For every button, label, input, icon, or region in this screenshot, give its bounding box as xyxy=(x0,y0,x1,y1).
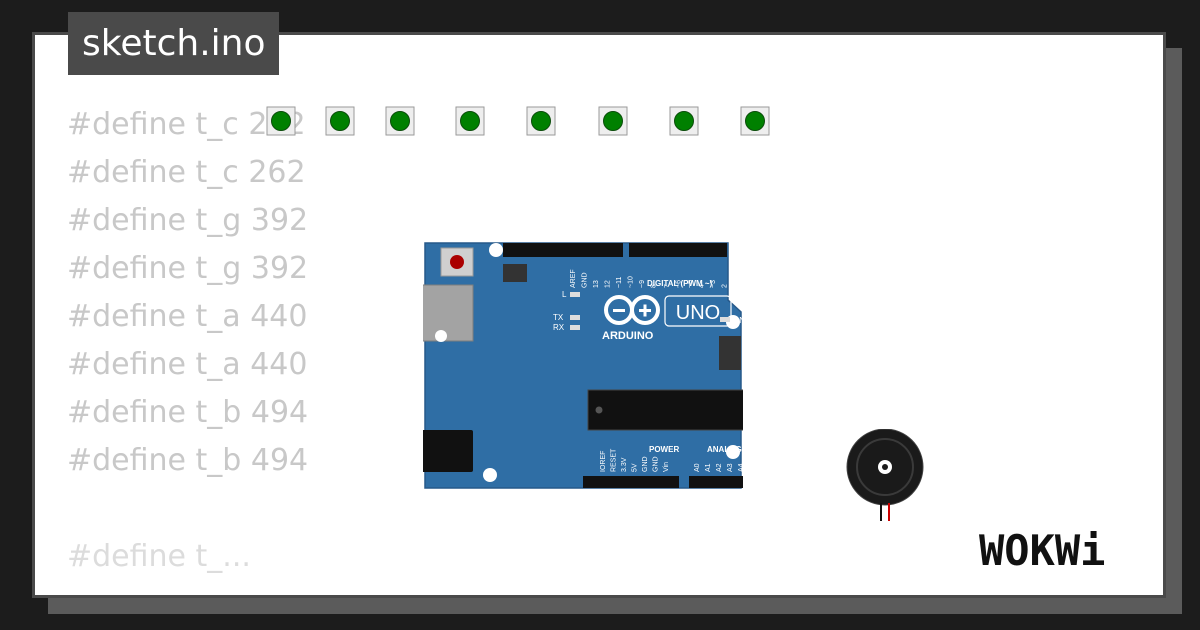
mounting-hole xyxy=(435,330,447,342)
power-jack xyxy=(423,430,473,472)
code-line: #define t_c 262 xyxy=(67,155,306,190)
pin-label: A3 xyxy=(727,463,734,472)
project-card[interactable]: #define t_c 262 #define t_c 262 #define … xyxy=(32,32,1166,598)
pin-label: 5V xyxy=(632,463,639,472)
uno-badge xyxy=(664,295,732,327)
led-l xyxy=(570,292,580,297)
code-line: #define t_a 440 xyxy=(67,299,308,334)
code-line xyxy=(67,485,308,533)
pin-label: 12 xyxy=(605,280,612,288)
pin-label: Vin xyxy=(663,462,670,472)
digital-label: DIGITAL (PWM ~) xyxy=(647,279,713,288)
power-label: POWER xyxy=(649,445,679,454)
led-on xyxy=(720,317,730,322)
pin-label: GND xyxy=(582,272,589,288)
pin-label: ~9 xyxy=(639,280,646,288)
pushbutton-1[interactable] xyxy=(266,106,296,136)
code-line: #define t_g 392 xyxy=(67,203,309,238)
mounting-hole xyxy=(489,243,503,257)
pin-label: ~11 xyxy=(616,277,623,288)
pushbutton-7[interactable] xyxy=(669,106,699,136)
icsp-header xyxy=(719,336,741,370)
led-rx-label: RX xyxy=(553,323,565,332)
pushbutton-5[interactable] xyxy=(526,106,556,136)
reset-button-cap[interactable] xyxy=(450,255,464,269)
led-tx xyxy=(570,315,580,320)
pushbutton-6[interactable] xyxy=(598,106,628,136)
pin-label: GND xyxy=(653,456,660,472)
usb-connector xyxy=(423,284,474,342)
pin-label: ~5 xyxy=(687,280,694,288)
mounting-hole xyxy=(483,468,497,482)
buzzer-pin-negative[interactable] xyxy=(880,503,882,521)
power-header[interactable] xyxy=(583,476,679,488)
led-tx-label: TX xyxy=(553,313,564,322)
digital-header-right[interactable] xyxy=(629,243,727,257)
pin-label: ~6 xyxy=(676,280,683,288)
pin-label: 2 xyxy=(722,284,729,288)
analog-label: ANALOG IN xyxy=(707,445,743,454)
pin-label: TX 1 xyxy=(733,273,740,288)
pin-label: IOREF xyxy=(600,451,607,472)
pushbutton-2[interactable] xyxy=(325,106,355,136)
code-line: #define t_b 494 xyxy=(67,395,309,430)
pin-label: 4 xyxy=(699,284,706,288)
code-preview: #define t_c 262 #define t_c 262 #define … xyxy=(67,101,308,581)
digital-header-left[interactable] xyxy=(503,243,623,257)
pin-label: 7 xyxy=(664,284,671,288)
pin-label: A2 xyxy=(716,463,723,472)
code-line: #define t_... xyxy=(67,539,251,574)
pushbutton-3[interactable] xyxy=(385,106,415,136)
icsp-header xyxy=(503,264,527,282)
code-line: #define t_g 392 xyxy=(67,251,309,286)
pushbutton-8[interactable] xyxy=(740,106,770,136)
pin-label: ~10 xyxy=(628,276,635,288)
board-model: UNO xyxy=(676,302,720,324)
chip-notch xyxy=(595,406,603,414)
wokwi-logo-text: WOKWi xyxy=(979,527,1105,575)
buzzer-ring xyxy=(856,438,914,496)
board-brand: ARDUINO xyxy=(602,330,654,342)
led-rx xyxy=(570,325,580,330)
led-l-label: L xyxy=(562,290,567,299)
atmega-chip xyxy=(587,389,743,431)
pin-label: 13 xyxy=(593,280,600,288)
arduino-uno-board[interactable]: UNO ARDUINO DIGITAL (PWM ~) L TX RX ON P… xyxy=(423,240,743,495)
pin-label: RESET xyxy=(611,448,618,472)
pin-label: A1 xyxy=(705,463,712,472)
mounting-hole xyxy=(726,445,740,459)
pin-label: ~3 xyxy=(710,280,717,288)
pin-label: 3.3V xyxy=(621,457,628,472)
piezo-buzzer[interactable] xyxy=(845,429,925,521)
pushbutton-4[interactable] xyxy=(455,106,485,136)
code-line: #define t_b 494 xyxy=(67,443,309,478)
pin-label: 8 xyxy=(651,284,658,288)
on-label: ON xyxy=(733,316,743,325)
pin-label: AREF xyxy=(570,269,577,288)
wokwi-logo[interactable]: WOKWi xyxy=(979,527,1159,577)
code-line: #define t_c 262 xyxy=(67,107,306,142)
code-line: #define t_a 440 xyxy=(67,347,308,382)
buzzer-hole-center xyxy=(882,464,888,470)
pin-label: A0 xyxy=(694,463,701,472)
pin-label: A4 xyxy=(738,463,743,472)
buzzer-pin-positive[interactable] xyxy=(888,503,890,521)
pin-label: GND xyxy=(642,456,649,472)
analog-header[interactable] xyxy=(689,476,743,488)
page-title: sketch.ino xyxy=(68,12,280,75)
arduino-infinity-logo xyxy=(604,295,660,325)
